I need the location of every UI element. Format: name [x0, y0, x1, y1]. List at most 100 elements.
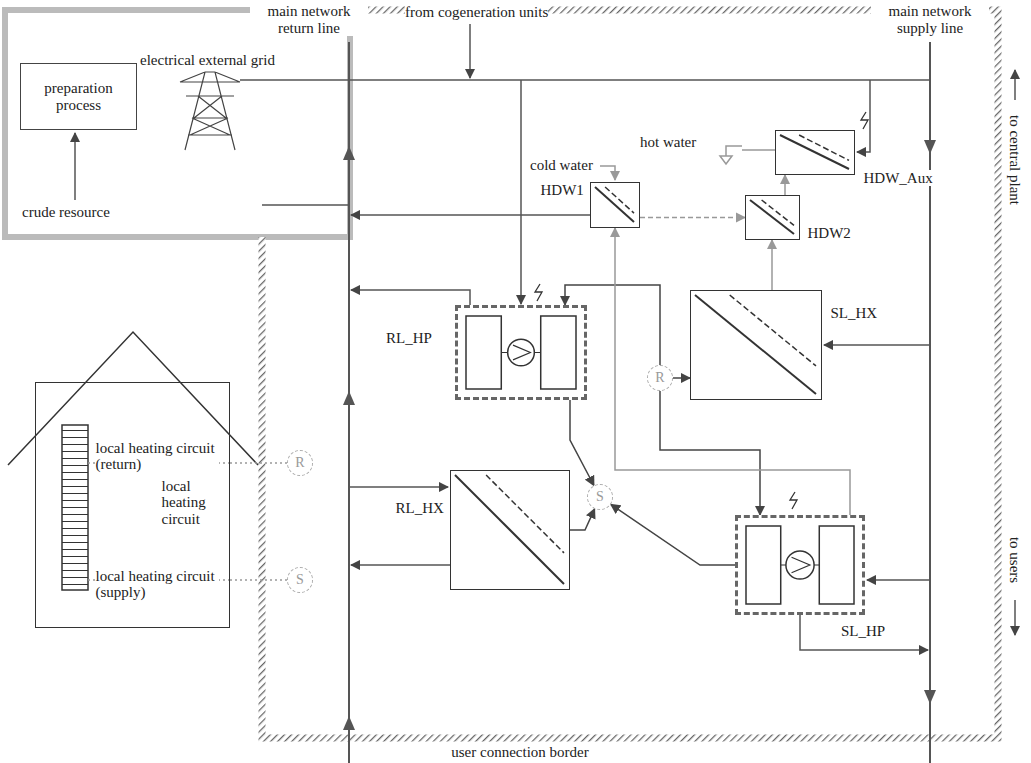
flow-arrow — [343, 716, 355, 730]
building: local heating circuit (return) local heat… — [35, 382, 230, 628]
process-box: preparation process — [20, 63, 137, 130]
component-label: SL_HP — [840, 623, 886, 640]
component-label: HDW1 — [540, 182, 585, 199]
house — [62, 425, 88, 590]
component-label: HDW2 — [807, 225, 852, 242]
pipe-connector — [611, 504, 735, 565]
connection-circle: R — [647, 365, 673, 391]
heat-exchanger: RL_HX — [450, 470, 570, 590]
heat-pump-symbol — [738, 518, 862, 612]
heat-pump-symbol — [458, 308, 584, 397]
component-label: RL_HX — [395, 500, 445, 517]
pipe — [1014, 600, 1016, 635]
pylon — [180, 72, 240, 150]
border — [5, 10, 998, 738]
pipe-connector — [784, 175, 786, 195]
compressor — [792, 557, 810, 573]
pipe-connector — [570, 400, 594, 485]
electric-symbol — [861, 112, 868, 129]
connection-circle: S — [587, 484, 613, 510]
house — [8, 332, 258, 590]
pipe-connector — [230, 462, 287, 464]
pipe — [1014, 70, 1016, 100]
pipe — [857, 80, 870, 152]
component-label: SL_HX — [830, 305, 879, 322]
pipe-connector — [771, 240, 773, 290]
flow-arrow — [924, 140, 936, 154]
exchanger-symbol — [691, 291, 820, 398]
condenser — [541, 316, 576, 389]
flow-arrow — [343, 391, 355, 405]
component-label: local heating circuit — [161, 478, 227, 528]
exchanger-symbol — [451, 471, 568, 588]
component-label: HDW_Aux — [863, 170, 934, 187]
compressor — [786, 551, 814, 579]
pipe-connector — [615, 228, 850, 515]
exchanger-plate — [695, 295, 816, 394]
node-text: S — [596, 489, 604, 504]
hot-water-pipe — [742, 149, 775, 151]
annotation-label: main network return line — [250, 3, 368, 36]
heat-exchanger: HDW1 — [590, 182, 640, 228]
exchanger-plate — [455, 475, 564, 584]
electric-symbol — [535, 284, 542, 301]
exchanger-plate — [762, 200, 794, 225]
pipe-connector — [570, 509, 595, 530]
annotation-label: to central plant — [1007, 115, 1024, 205]
heat-pump: SL_HP — [735, 515, 865, 615]
border — [262, 10, 998, 738]
heat-pump: RL_HP — [455, 305, 587, 400]
component-label: local heating circuit (supply) — [95, 568, 219, 601]
pipe — [351, 290, 470, 305]
hot-water-pipe — [600, 166, 615, 180]
pipe — [75, 24, 1015, 650]
evaporator — [466, 316, 501, 389]
component-label: local heating circuit (return) — [95, 440, 219, 473]
pipe — [262, 204, 349, 206]
node-text: S — [296, 572, 304, 587]
hot-water-pipe — [600, 146, 775, 180]
annotation-label: from cogeneration units — [405, 4, 548, 21]
exchanger-symbol — [776, 131, 853, 173]
pipe — [469, 24, 471, 78]
pipe — [824, 344, 930, 346]
hot-water-pipe — [726, 146, 742, 156]
pipe — [240, 79, 930, 81]
flow-arrow — [343, 140, 936, 730]
connection-circle: S — [287, 567, 313, 593]
pipe — [74, 133, 76, 200]
pipe-connector — [673, 377, 690, 379]
exchanger-symbol — [591, 183, 638, 226]
electric-symbol — [790, 492, 797, 509]
exchanger-plate — [780, 135, 849, 169]
flow-arrow — [343, 146, 355, 160]
heat-exchanger: SL_HX — [690, 290, 822, 400]
exchanger-plate — [799, 135, 849, 160]
pipe-connector — [230, 579, 287, 581]
pipe — [800, 615, 928, 650]
exchanger-plate — [605, 187, 634, 213]
annotation-label: user connection border — [451, 744, 588, 761]
component-label: RL_HP — [385, 330, 433, 347]
pipe — [351, 564, 450, 566]
pipe-connector — [660, 391, 760, 515]
hot-water-pipe — [720, 156, 732, 164]
compressor — [513, 345, 530, 360]
heat-exchanger: HDW2 — [745, 195, 800, 240]
exchanger-plate — [750, 200, 794, 234]
connection-circle: R — [287, 450, 313, 476]
node-text: R — [655, 370, 664, 385]
exchanger-symbol — [746, 196, 798, 238]
exchanger-plate — [730, 295, 816, 366]
pipe — [520, 80, 522, 304]
pipe-connector — [640, 217, 745, 219]
exchanger-plate — [486, 475, 564, 553]
pipe — [349, 486, 448, 488]
border — [5, 10, 350, 237]
pylon — [180, 72, 240, 150]
heat-exchanger: HDW_Aux — [775, 130, 855, 175]
flow-arrow — [924, 690, 936, 704]
annotation-label: cold water — [530, 157, 593, 174]
annotation-label: main network supply line — [871, 3, 989, 36]
